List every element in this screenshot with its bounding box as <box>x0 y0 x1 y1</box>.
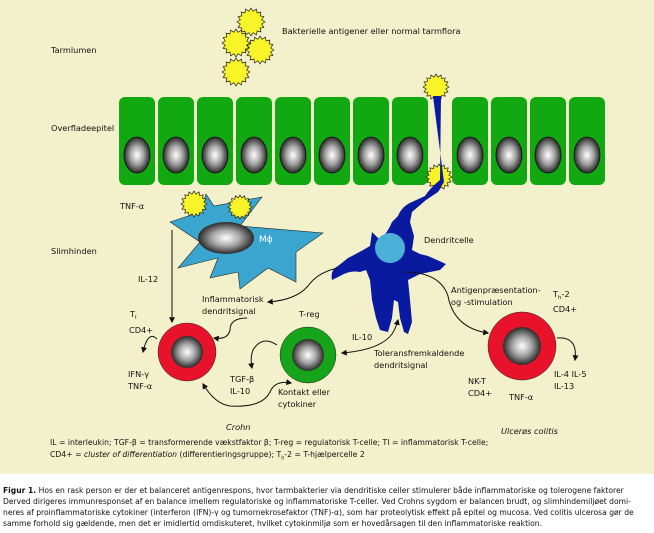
epithelial-cell <box>119 97 155 185</box>
region-label-lumen: Tarmlumen <box>50 45 97 55</box>
tnf-alpha-label-left: TNF-α <box>127 381 152 391</box>
ifn-gamma-label: IFN-γ <box>128 369 149 379</box>
th2-cell <box>487 311 557 381</box>
dendritic-nucleus <box>375 233 405 263</box>
figure-label: Figur 1. <box>3 486 37 495</box>
th2-label: Th-2 <box>552 289 570 301</box>
bacterium-icon <box>221 28 251 58</box>
il4-il5-label: IL-4 IL-5 <box>554 369 587 379</box>
epithelial-cell <box>353 97 389 185</box>
bacterium-icon <box>245 35 275 65</box>
crohn-label: Crohn <box>226 422 250 432</box>
ulcerative-colitis-label: Ulcerøs colitis <box>501 426 559 436</box>
diagram-panel: Tarmlumen Overfladeepitel Slimhinden Bak… <box>0 0 654 474</box>
caption-line: neres af proinflammatoriske cytokiner (i… <box>3 508 634 517</box>
inflammatory-t-cell <box>157 322 217 382</box>
inflammatory-signal-label-2: dendritsignal <box>202 306 256 316</box>
epithelial-cell <box>491 97 527 185</box>
epithelial-cell <box>314 97 350 185</box>
tolerance-arrow <box>340 318 400 356</box>
ti-cd4-label: CD4+ <box>129 325 153 335</box>
macrophage <box>169 193 324 290</box>
antigen-presentation-label-1: Antigenpræsentation- <box>451 285 541 295</box>
ti-label: TI <box>129 309 137 321</box>
immune-diagram: Tarmlumen Overfladeepitel Slimhinden Bak… <box>50 7 605 436</box>
il10-treg-label: IL-10 <box>230 386 250 396</box>
ifn-arrow <box>141 335 158 354</box>
epithelial-cell <box>158 97 194 185</box>
epithelial-cell <box>197 97 233 185</box>
il10-dc-label: IL-10 <box>352 332 372 342</box>
epithelial-cell <box>530 97 566 185</box>
contact-arrow <box>202 379 293 407</box>
treg-label: T-reg <box>298 309 320 319</box>
caption-line: Figur 1. Hos en rask person er der et ba… <box>3 486 624 495</box>
bacterium-icon <box>221 57 251 87</box>
legend-line-2: CD4+ = cluster of differentiation (diffe… <box>50 450 365 462</box>
nkt-cd4-label: CD4+ <box>468 388 492 398</box>
inflammatory-signal-arrow-1 <box>266 267 339 305</box>
abbreviation-legend: IL = interleukin; TGF-β = transformerend… <box>50 437 488 465</box>
tnf-alpha-label-top: TNF-α <box>119 201 144 211</box>
antigen-presentation-arrow <box>403 271 490 336</box>
th2-cd4-label: CD4+ <box>553 304 577 314</box>
inflammatory-signal-label-1: Inflammatorisk <box>202 294 264 304</box>
tgf-arrow <box>248 340 278 370</box>
treg-cell <box>279 326 337 384</box>
macrophage-label: Mϕ <box>259 235 273 245</box>
contact-label-1: Kontakt eller <box>278 387 331 397</box>
epithelial-cell <box>452 97 488 185</box>
bacterium-icon <box>425 163 453 191</box>
tgf-beta-label: TGF-β <box>229 374 254 384</box>
il12-label: IL-12 <box>138 274 158 284</box>
epithelium-layer <box>119 73 605 191</box>
tnf-alpha-label-right: TNF-α <box>508 392 533 402</box>
figure-caption: Figur 1. Hos en rask person er der et ba… <box>3 485 653 529</box>
legend-line-1: IL = interleukin; TGF-β = transformerend… <box>50 438 489 447</box>
epithelial-cell <box>236 97 272 185</box>
bacteria-cluster <box>221 7 275 87</box>
region-label-mucosa: Slimhinden <box>51 246 97 256</box>
caption-line: samme forhold sig gældende, men det er i… <box>3 519 543 528</box>
dendritic-cell <box>331 96 446 334</box>
bacteria-label: Bakterielle antigener eller normal tarmf… <box>282 26 460 36</box>
inflammatory-signal-arrow-2 <box>212 317 248 342</box>
epithelial-cell <box>275 97 311 185</box>
il4-arrow <box>556 337 579 362</box>
epithelial-nucleus <box>396 136 424 174</box>
bacterium-icon <box>422 73 450 101</box>
bacterium-icon <box>236 7 266 37</box>
il13-label: IL-13 <box>554 381 574 391</box>
tolerance-signal-label-2: dendritsignal <box>374 360 428 370</box>
nkt-label: NK-T <box>468 376 487 386</box>
dendritic-cell-label: Dendritcelle <box>424 235 474 245</box>
antigen-presentation-label-2: og -stimulation <box>451 297 513 307</box>
contact-label-2: cytokiner <box>278 399 317 409</box>
caption-line: Derved dirigeres immunresponset af en ba… <box>3 497 631 506</box>
epithelial-cell <box>569 97 605 185</box>
bacterium-icon <box>180 190 208 218</box>
tolerance-signal-label-1: Toleransfremkaldende <box>373 348 464 358</box>
bacterium-icon <box>227 194 253 220</box>
region-label-epithelium: Overfladeepitel <box>51 123 114 133</box>
